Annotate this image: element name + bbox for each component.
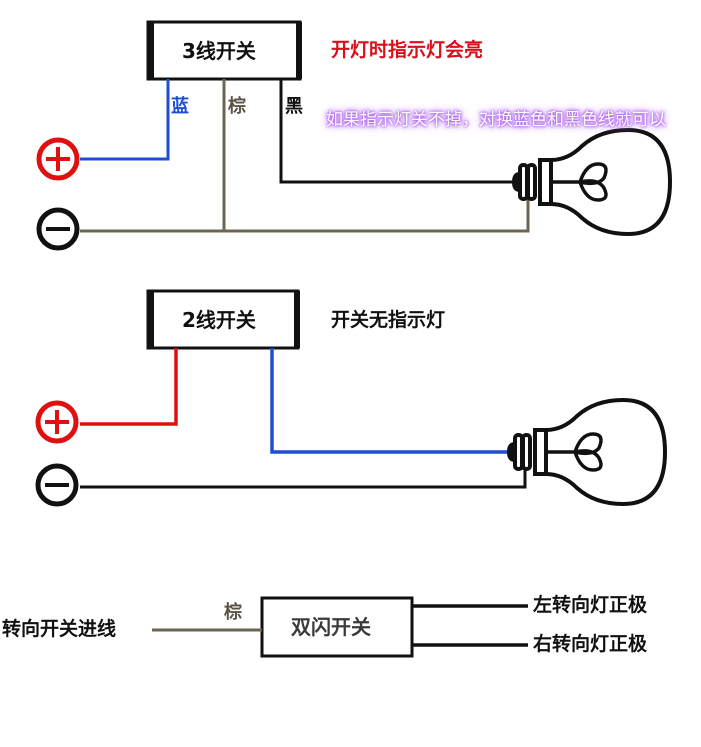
switch-label-3wire: 3线开关 [182,39,256,63]
black-wire [279,79,520,184]
blue-wire-label: 蓝 [171,96,189,117]
minus-circle-icon [35,463,79,507]
brown-wire-label: 棕 [228,96,246,117]
left-turn-output-label: 左转向灯正极 [533,594,648,616]
negative-wire-2 [80,470,527,489]
negative-wire [80,196,530,233]
red-wire [80,348,178,426]
indicator-note: 开灯时指示灯会亮 [331,39,484,61]
switch-label-2wire: 2线开关 [182,308,256,332]
plus-circle-icon [36,137,80,181]
minus-circle-icon [36,207,80,251]
blue-wire [80,79,170,161]
input-label: 转向开关进线 [2,618,117,640]
light-bulb-icon [510,128,672,236]
light-bulb-icon [505,398,667,506]
blue-wire-2 [270,348,515,454]
hazard-switch-box [260,596,414,658]
input-wire-label: 棕 [224,602,242,623]
hazard-switch-label: 双闪开关 [291,615,371,639]
black-wire-label: 黑 [285,96,303,117]
plus-circle-icon [35,400,79,444]
right-turn-output-label: 右转向灯正极 [533,633,648,655]
swap-wires-tip: 如果指示灯关不掉，对换蓝色和黑色线就可以 [326,110,666,130]
no-indicator-note: 开关无指示灯 [331,309,446,331]
